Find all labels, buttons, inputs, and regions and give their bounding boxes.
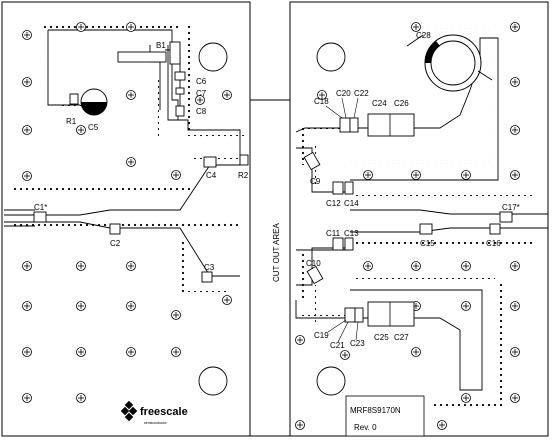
label-c10: C10 [306,259,321,268]
label-c21: C21 [330,341,345,350]
c5-electrolytic [80,88,108,116]
b1-pad [117,51,167,63]
label-c23: C23 [350,339,365,348]
component-pads [33,71,513,327]
label-c4: C4 [206,171,217,180]
label-c24: C24 [372,99,387,108]
c28-electrolytic [406,34,493,92]
label-r2: R2 [238,171,249,180]
label-c1: C1* [34,203,47,212]
label-c14: C14 [344,199,359,208]
label-c8: C8 [196,107,207,116]
label-c19: C19 [314,331,329,340]
part-number: MRF8S9170N [350,406,401,415]
label-c13: C13 [344,229,359,238]
label-c11: C11 [326,229,341,238]
component-labels: B1 R1 C5 C6 C7 C8 C4 R2 C1* C2 C3 C28 C1… [34,31,520,350]
board-info-box [345,395,425,437]
cut-out-area [249,99,291,437]
b1-body [169,41,181,65]
label-c7: C7 [196,89,207,98]
cut-out-label: CUT OUT AREA [272,223,281,282]
label-c15: C15 [420,239,435,248]
label-r1: R1 [66,117,77,126]
mounting-holes [198,42,346,396]
freescale-logo: freescale semiconductor [120,400,188,425]
revision-label: Rev. 0 [354,423,377,432]
label-c12: C12 [326,199,341,208]
label-c20: C20 [336,89,351,98]
label-c28: C28 [416,31,431,40]
label-c5: C5 [88,123,99,132]
label-c27: C27 [394,333,409,342]
label-c26: C26 [394,99,409,108]
label-c18: C18 [314,97,329,106]
logo-tagline: semiconductor [144,421,168,425]
label-c16: C16 [486,239,501,248]
label-c3: C3 [204,263,215,272]
label-c22: C22 [354,89,369,98]
label-c6: C6 [196,77,207,86]
leader-lines [325,97,359,343]
via-dots-right [300,28,535,410]
logo-text: freescale [140,406,188,418]
label-c17: C17* [502,203,520,212]
label-c25: C25 [374,333,389,342]
via-dots-left [10,24,246,320]
label-b1: B1 [156,41,166,50]
label-c2: C2 [110,239,121,248]
label-c9: C9 [310,177,321,186]
